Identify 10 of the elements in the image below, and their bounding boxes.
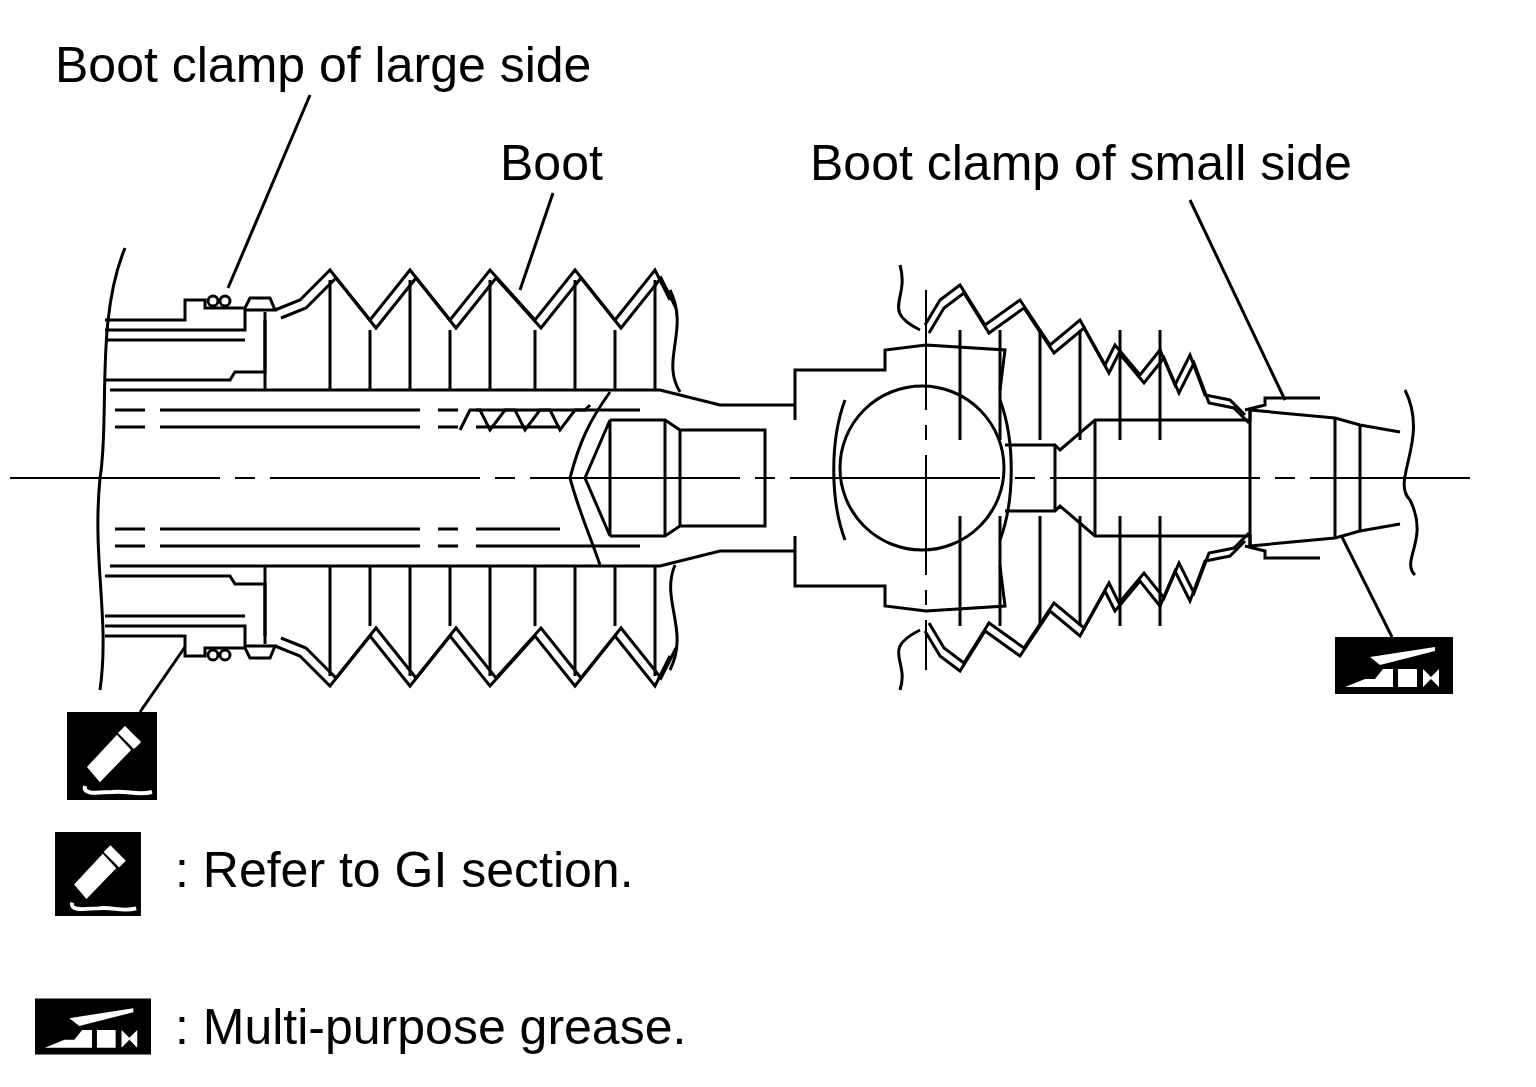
leader-line — [1340, 536, 1394, 638]
leader-line — [138, 646, 187, 713]
legend-text: : Refer to GI section. — [175, 845, 634, 895]
leader-line — [518, 192, 555, 291]
part-label: Boot clamp of large side — [55, 40, 592, 90]
part-label: Boot — [500, 138, 603, 188]
leader-line — [226, 94, 312, 289]
leader-line — [1188, 199, 1287, 401]
part-label: Boot clamp of small side — [810, 138, 1352, 188]
legend-text: : Multi-purpose grease. — [175, 1002, 687, 1052]
